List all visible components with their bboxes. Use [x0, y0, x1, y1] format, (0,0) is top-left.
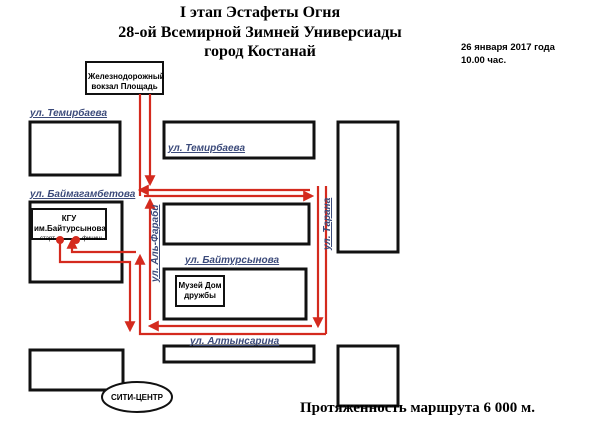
event-time: 10.00 час.: [461, 55, 507, 66]
block-right-lower: [336, 344, 400, 408]
city-center-box: [101, 381, 173, 413]
start-marker: [56, 236, 64, 244]
block-top-left: [28, 120, 122, 177]
city-blocks: [28, 120, 400, 408]
block-museum-area: [162, 267, 308, 321]
block-bottom-mid: [162, 344, 316, 364]
kgu-label: КГУ им.Байтурсынова: [34, 214, 106, 233]
street-label-temirbaeva-left: ул. Темирбаева: [30, 108, 108, 119]
block-center: [162, 202, 311, 246]
station-box: [85, 61, 164, 95]
block-left-lower: [28, 200, 124, 284]
street-label-temirbaeva-mid: ул. Темирбаева: [168, 143, 246, 154]
street-label-baimagambetova: ул. Баймагамбетова: [30, 189, 136, 200]
city-center-label: СИТИ-ЦЕНТР: [110, 393, 163, 402]
museum-box: [175, 275, 225, 307]
route-length: Протяженность маршрута 6 000 м.: [300, 400, 535, 416]
relay-route: [58, 94, 328, 336]
kgu-box: [31, 208, 107, 240]
title-line-3: город Костанай: [204, 43, 316, 60]
block-right-upper: [336, 120, 400, 254]
finish-label: финиш: [82, 236, 102, 242]
title-line-1: I этап Эстафеты Огня: [179, 4, 341, 21]
street-label-baitursynova: ул. Байтурсынова: [185, 255, 280, 266]
street-label-taran: ул. Тарана: [322, 197, 333, 250]
street-label-al-farabi: ул. Аль-Фараби: [150, 204, 161, 282]
museum-label: Музей Дом дружбы: [178, 281, 222, 300]
block-top-mid: [162, 120, 316, 160]
station-label: Железнодорожный вокзал Площадь: [88, 72, 165, 91]
event-date: 26 января 2017 года: [461, 42, 555, 53]
finish-marker: [72, 236, 80, 244]
title-line-2: 28-ой Всемирной Зимней Универсиады: [118, 24, 402, 41]
street-label-altynsarina: ул. Алтынсарина: [190, 336, 280, 347]
start-label: старт: [40, 236, 55, 242]
block-bottom-left: [28, 348, 125, 392]
